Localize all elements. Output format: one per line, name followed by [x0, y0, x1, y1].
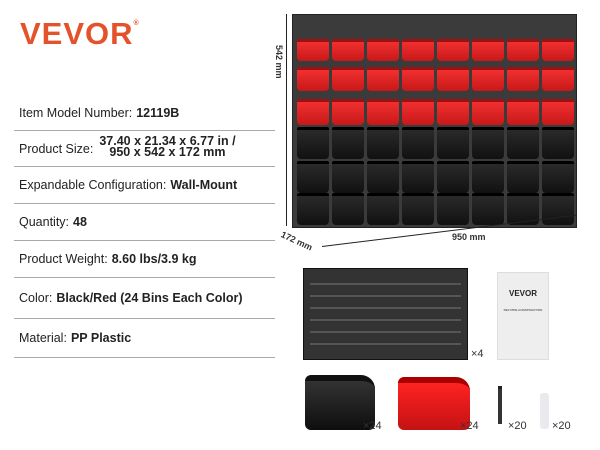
red-bin	[472, 39, 504, 61]
red-bin	[437, 39, 469, 61]
vevor-logo: VEVOR®	[20, 16, 140, 52]
spec-material: Material:PP Plastic	[14, 319, 275, 358]
red-bin-image	[398, 377, 470, 430]
spec-value: Black/Red (24 Bins Each Color)	[56, 291, 243, 305]
black-bin	[542, 127, 574, 159]
spec-color: Color:Black/Red (24 Bins Each Color)	[14, 278, 275, 319]
red-bin	[507, 99, 539, 125]
panel-quantity: ×4	[471, 348, 484, 360]
spec-weight: Product Weight:8.60 lbs/3.9 kg	[14, 241, 275, 278]
black-bin	[472, 127, 504, 159]
red-bin	[402, 99, 434, 125]
black-bin	[402, 161, 434, 193]
size-mm: 950 x 542 x 172 mm	[109, 144, 226, 159]
red-bin	[297, 99, 329, 125]
spec-model-number: Item Model Number:12119B	[14, 96, 275, 131]
registered-mark: ®	[133, 20, 140, 27]
red-bin	[507, 39, 539, 61]
red-bin	[367, 39, 399, 61]
red-bin	[542, 67, 574, 91]
black-bin	[507, 127, 539, 159]
spec-label: Product Size:	[19, 141, 94, 156]
wall-anchor-quantity: ×20	[552, 420, 571, 432]
manual-title: PEX PIPE CONSTRUCTION	[503, 308, 543, 312]
spec-label: Expandable Configuration:	[19, 178, 167, 192]
storage-rack-panel	[292, 14, 577, 228]
red-bin	[402, 39, 434, 61]
black-bin	[367, 161, 399, 193]
red-bin	[437, 99, 469, 125]
black-bin	[402, 127, 434, 159]
spec-value: 48	[73, 215, 87, 229]
red-bin	[542, 39, 574, 61]
red-bin-quantity: ×24	[460, 420, 479, 432]
black-bin	[542, 193, 574, 225]
spec-product-size: Product Size: 37.40 x 21.34 x 6.77 in /95…	[14, 131, 275, 167]
black-bin	[542, 161, 574, 193]
spec-label: Quantity:	[19, 215, 70, 229]
black-bin	[297, 127, 329, 159]
spec-label: Color:	[19, 291, 53, 305]
black-bin	[332, 127, 364, 159]
wall-anchor-icon	[540, 393, 549, 429]
red-bin	[297, 67, 329, 91]
red-bin	[472, 99, 504, 125]
black-bin	[437, 193, 469, 225]
black-bin	[332, 193, 364, 225]
screw-quantity: ×20	[508, 420, 527, 432]
red-bin	[472, 67, 504, 91]
height-label: 542 mm	[274, 45, 284, 79]
red-bin	[367, 99, 399, 125]
red-bin	[332, 39, 364, 61]
red-bin	[332, 67, 364, 91]
black-bin	[472, 193, 504, 225]
black-bin	[297, 193, 329, 225]
black-bin	[472, 161, 504, 193]
black-bin	[367, 193, 399, 225]
spec-value: Wall-Mount	[170, 178, 238, 192]
spec-quantity: Quantity:48	[14, 204, 275, 241]
black-bin	[437, 127, 469, 159]
red-bin	[297, 39, 329, 61]
spec-configuration: Expandable Configuration:Wall-Mount	[14, 167, 275, 204]
wall-panel-image	[303, 268, 468, 360]
size-inches: 37.40 x 21.34 x 6.77 in /	[99, 133, 236, 148]
screw-icon	[498, 386, 502, 424]
spec-value: 37.40 x 21.34 x 6.77 in /950 x 542 x 172…	[99, 133, 236, 159]
black-bin-image	[305, 375, 375, 430]
logo-text: VEVOR	[20, 16, 134, 51]
spec-value: 12119B	[136, 106, 180, 120]
black-bin	[297, 161, 329, 193]
depth-label: 172 mm	[279, 229, 315, 253]
black-bin	[507, 161, 539, 193]
red-bin	[437, 67, 469, 91]
black-bin	[367, 127, 399, 159]
spec-label: Item Model Number:	[19, 106, 133, 120]
red-bin	[332, 99, 364, 125]
manual-image: VEVOR PEX PIPE CONSTRUCTION	[497, 272, 549, 360]
width-label: 950 mm	[452, 232, 486, 242]
red-bin	[402, 67, 434, 91]
red-bin	[507, 67, 539, 91]
red-bin	[367, 67, 399, 91]
red-bin	[542, 99, 574, 125]
black-bin	[332, 161, 364, 193]
black-bin	[437, 161, 469, 193]
black-bin-quantity: ×24	[363, 420, 382, 432]
spec-label: Material:	[19, 331, 67, 345]
black-bin	[402, 193, 434, 225]
manual-brand: VEVOR	[508, 289, 537, 298]
spec-value: PP Plastic	[70, 331, 132, 345]
height-dimension-line	[286, 14, 287, 226]
spec-label: Product Weight:	[19, 252, 108, 266]
spec-value: 8.60 lbs/3.9 kg	[111, 252, 197, 266]
